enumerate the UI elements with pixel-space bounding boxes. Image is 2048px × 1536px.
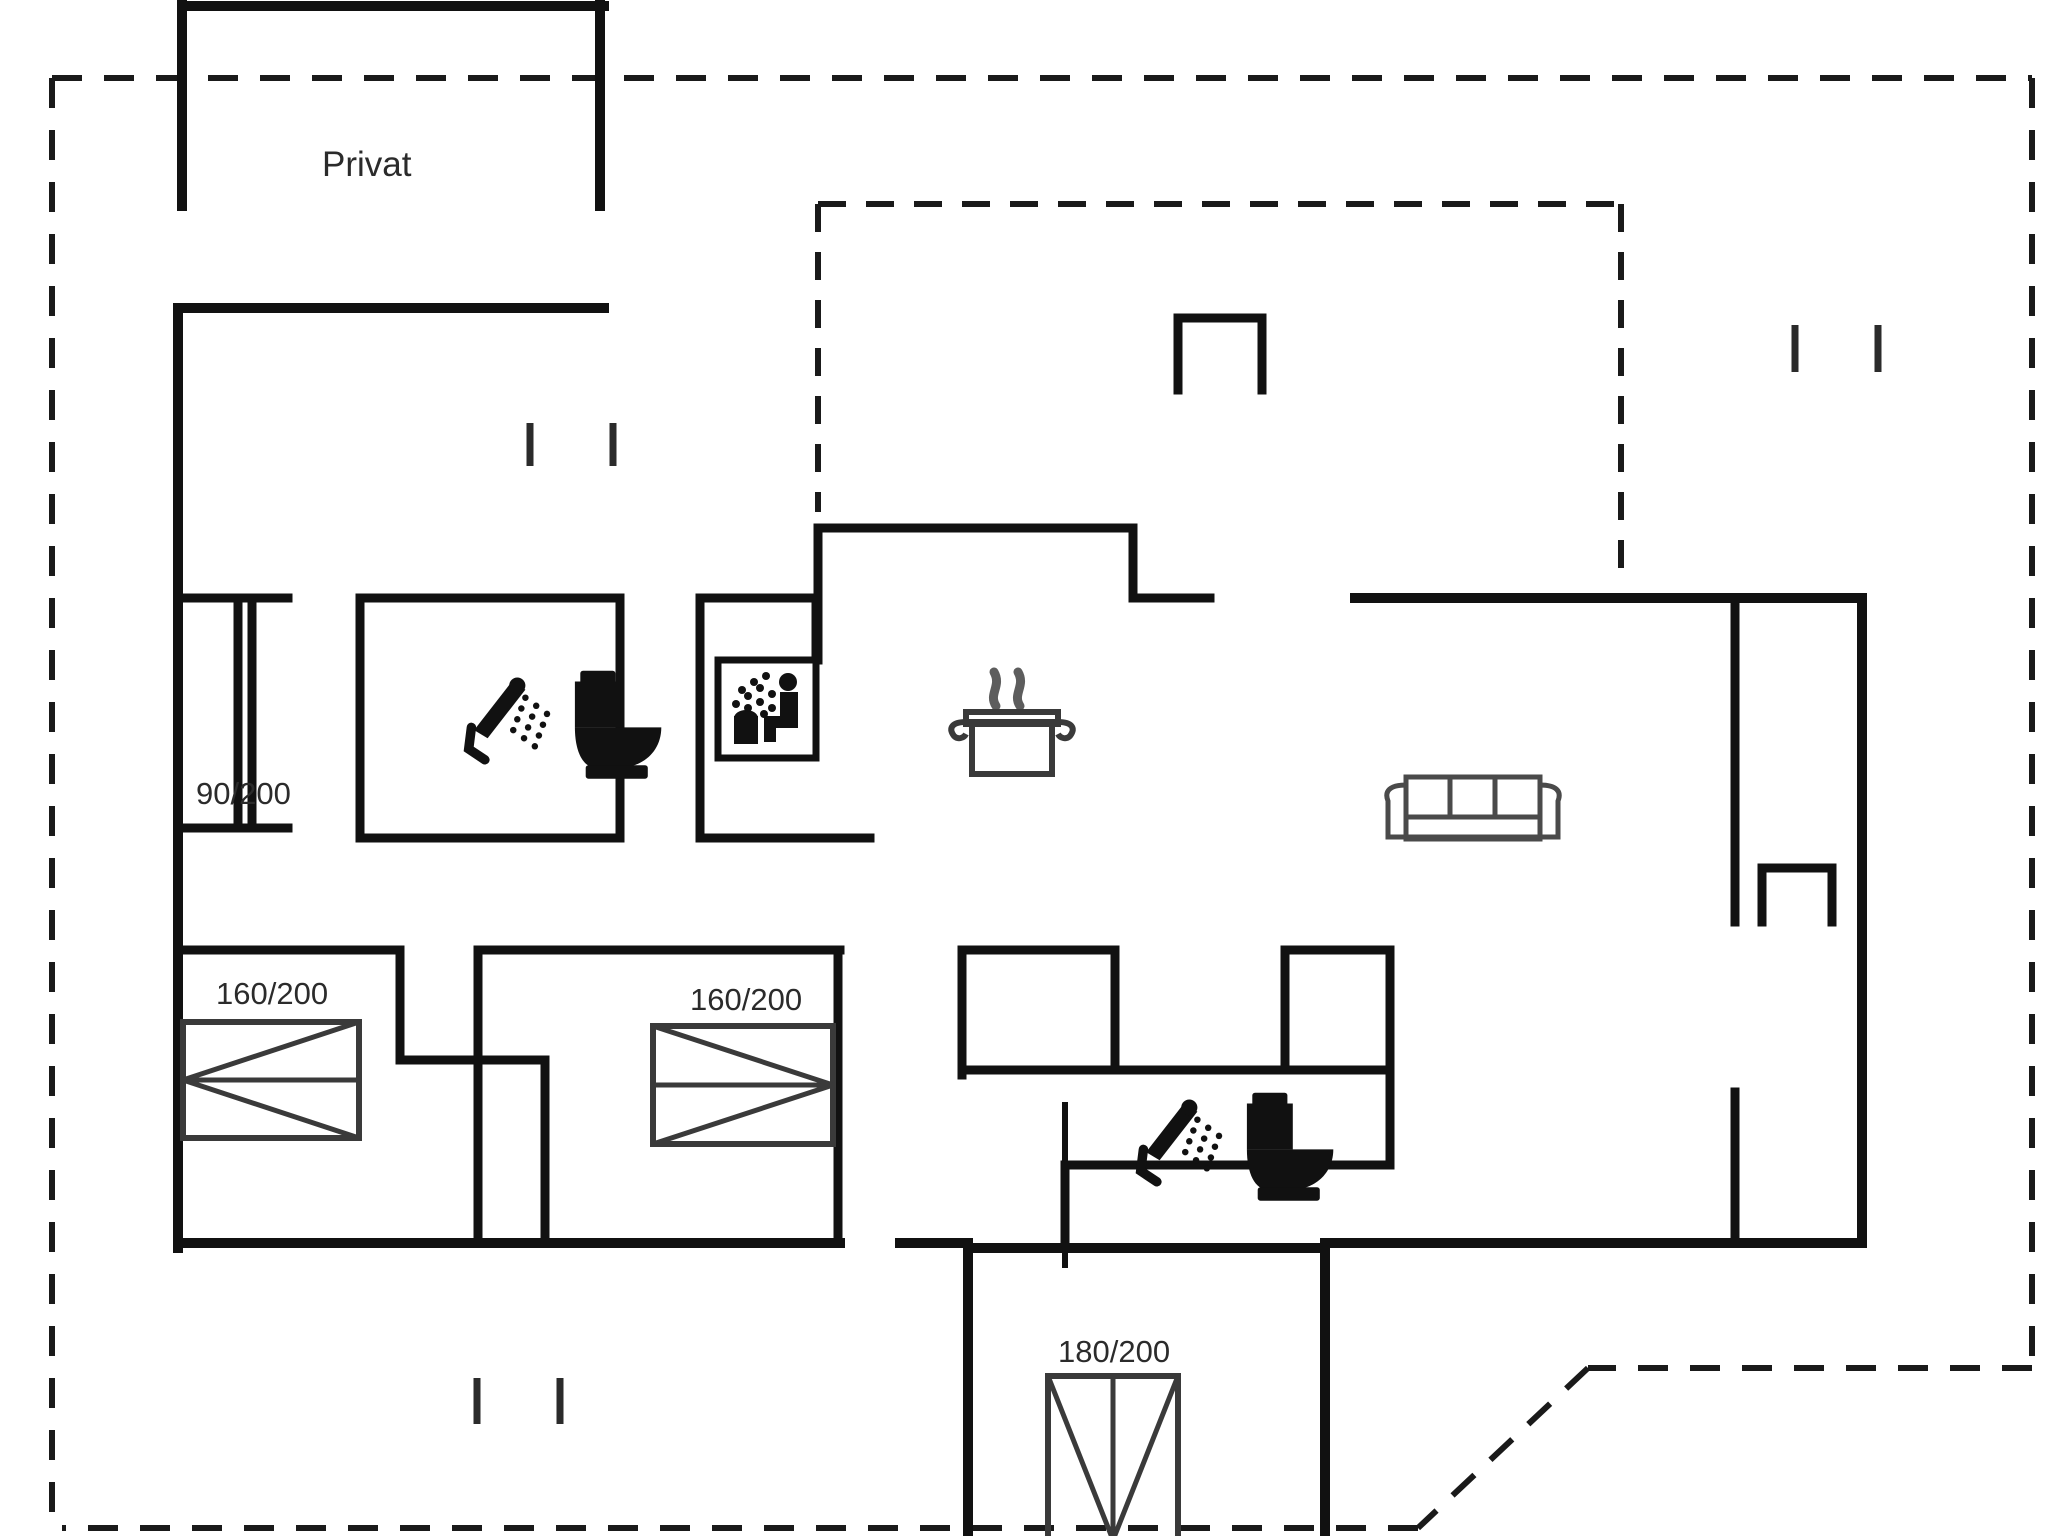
bed-middle-label: 160/200 bbox=[690, 982, 802, 1017]
toilet-icon-2 bbox=[1246, 1092, 1334, 1201]
private-area-label: Privat bbox=[322, 145, 412, 184]
bed-bottom-label: 180/200 bbox=[1058, 1334, 1170, 1369]
upper-terrace-outline bbox=[815, 201, 1624, 582]
bed-bottom-diag-a bbox=[1045, 1375, 1115, 1536]
bed-middle-diag-b bbox=[652, 1082, 834, 1147]
bed-left: 160/200 bbox=[180, 976, 362, 1141]
shower-icon bbox=[463, 677, 551, 765]
cooking-pot-icon bbox=[948, 667, 1076, 777]
private-area-walls bbox=[177, 0, 609, 313]
door-openings bbox=[1173, 313, 1267, 395]
bed-bottom: 180/200 bbox=[1045, 1334, 1181, 1536]
door-90-200: 90/200 bbox=[177, 593, 293, 833]
sofa-icon bbox=[1384, 774, 1562, 842]
terrace-boundary bbox=[49, 75, 2035, 1531]
window-marks bbox=[473, 325, 1882, 1424]
bed-left-diag-a bbox=[182, 1019, 360, 1083]
bed-left-diag-b bbox=[182, 1077, 360, 1141]
interior-walls bbox=[173, 523, 1837, 1268]
toilet-icon bbox=[574, 670, 662, 779]
sauna-icon bbox=[714, 656, 820, 762]
bed-middle-diag-a bbox=[652, 1023, 834, 1088]
bed-middle: 160/200 bbox=[650, 982, 836, 1147]
shower-icon-2 bbox=[1135, 1099, 1223, 1187]
bed-left-label: 160/200 bbox=[216, 976, 328, 1011]
bed-bottom-diag-b bbox=[1111, 1375, 1181, 1536]
door-90-200-label: 90/200 bbox=[196, 776, 291, 811]
